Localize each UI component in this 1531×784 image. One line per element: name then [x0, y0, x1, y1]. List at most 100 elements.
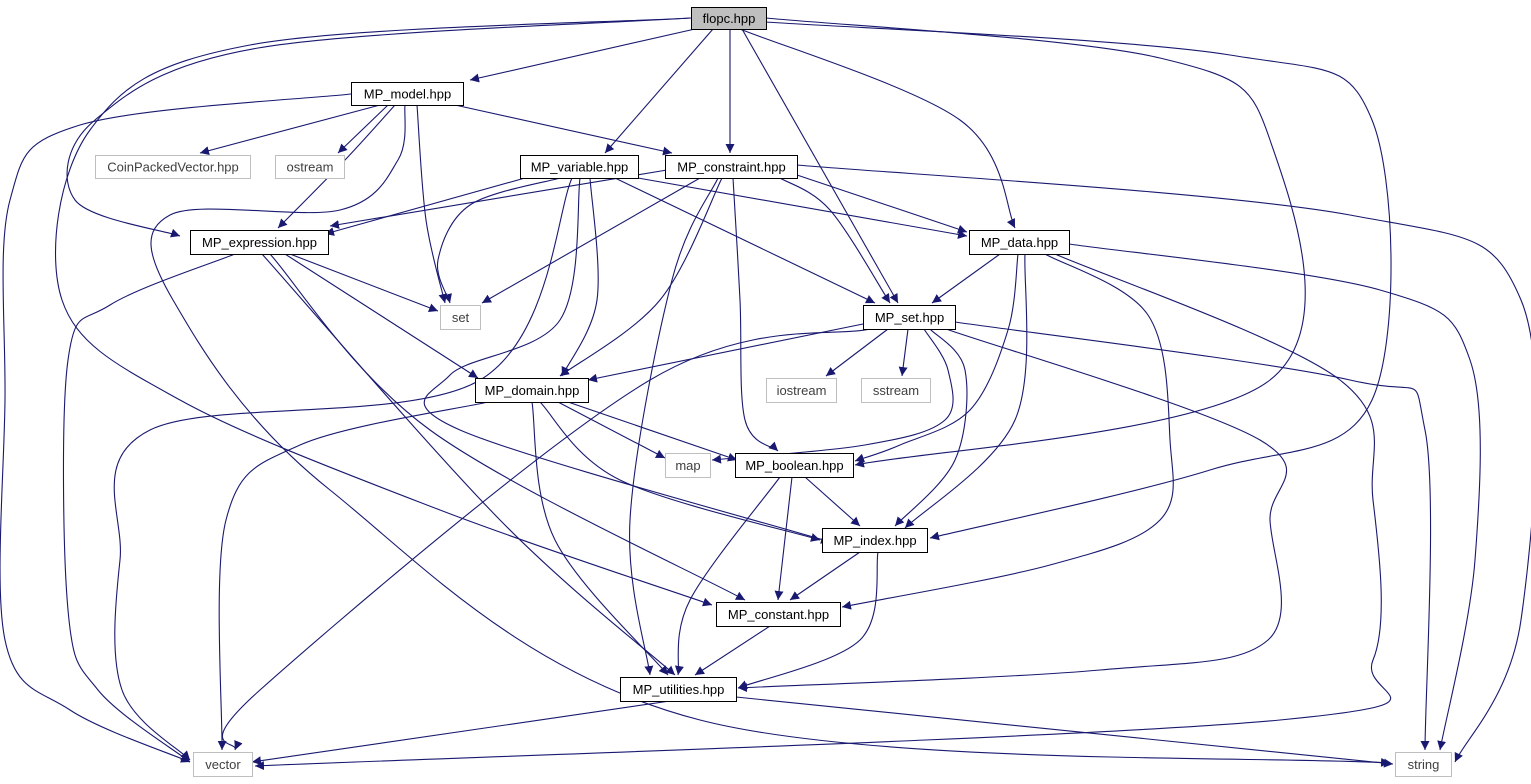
node-box	[766, 378, 837, 403]
node-box	[1395, 752, 1452, 777]
edge-mp-set-to-mp-index	[894, 328, 968, 527]
edge-mp-model-to-string	[150, 104, 1391, 767]
edge-flopc-to-mp-model	[469, 28, 696, 83]
node-label: vector	[205, 757, 241, 772]
edge-mp-boolean-to-mp-utilities	[674, 476, 781, 676]
edge-flopc-to-mp-index	[765, 21, 1392, 541]
edge-mp-variable-to-vector	[113, 177, 573, 761]
node-label: MP_model.hpp	[364, 87, 451, 102]
edge-mp-constraint-to-mp-expression	[329, 169, 668, 229]
node-box	[716, 602, 841, 627]
node-string: string	[1395, 752, 1452, 777]
edge-mp-domain-to-mp-boolean	[567, 401, 738, 462]
node-box	[520, 155, 639, 179]
node-label: MP_expression.hpp	[202, 235, 317, 250]
edge-flopc-to-mp-data	[739, 28, 1016, 229]
edge-mp-variable-to-mp-expression	[324, 177, 526, 236]
edge-mp-expression-to-mp-domain	[284, 253, 479, 379]
node-box	[822, 528, 928, 553]
edge-flopc-to-mp-boolean	[765, 17, 1306, 468]
edge-mp-data-to-mp-boolean	[854, 253, 1019, 463]
node-mp-variable[interactable]: MP_variable.hpp	[520, 155, 639, 179]
edge-mp-utilities-to-vector	[251, 700, 671, 766]
node-mp-index[interactable]: MP_index.hpp	[822, 528, 928, 553]
node-mp-boolean[interactable]: MP_boolean.hpp	[735, 453, 854, 478]
edge-mp-variable-to-mp-data	[637, 177, 968, 239]
node-box	[193, 752, 253, 777]
edges-layer	[0, 17, 1531, 771]
node-label: iostream	[777, 383, 827, 398]
node-label: MP_utilities.hpp	[633, 682, 725, 697]
edge-mp-domain-to-mp-utilities	[531, 401, 669, 676]
edge-mp-model-to-set	[416, 104, 448, 304]
node-label: MP_set.hpp	[875, 310, 944, 325]
edge-mp-set-to-mp-utilities	[737, 328, 1287, 693]
edge-mp-model-to-coinpackedvector	[199, 104, 381, 156]
node-box	[95, 155, 251, 179]
node-label: ostream	[287, 160, 334, 175]
edge-mp-set-to-string	[954, 321, 1432, 751]
node-label: sstream	[873, 383, 919, 398]
nodes-layer: flopc.hppMP_model.hppCoinPackedVector.hp…	[95, 7, 1452, 777]
edge-mp-domain-to-map	[557, 401, 666, 459]
node-box	[665, 453, 711, 478]
edge-flopc-to-mp-variable	[604, 28, 714, 154]
edge-flopc-to-mp-constant	[54, 17, 713, 607]
edge-mp-boolean-to-mp-index	[804, 476, 861, 527]
edge-mp-constraint-to-set	[481, 177, 701, 304]
node-box	[861, 378, 931, 403]
edge-mp-variable-to-mp-domain	[561, 177, 599, 377]
edge-mp-data-to-string	[1068, 243, 1481, 751]
node-mp-domain[interactable]: MP_domain.hpp	[475, 378, 589, 403]
edge-flopc-to-mp-set	[741, 28, 899, 304]
edge-mp-domain-to-mp-index	[539, 401, 821, 542]
node-mp-expression[interactable]: MP_expression.hpp	[190, 230, 329, 255]
edge-mp-domain-to-vector	[217, 401, 489, 751]
node-flopc[interactable]: flopc.hpp	[691, 7, 767, 30]
node-box	[440, 305, 481, 330]
edge-mp-data-to-mp-index	[904, 253, 1028, 529]
node-mp-constraint[interactable]: MP_constraint.hpp	[665, 155, 798, 179]
node-vector: vector	[193, 752, 253, 777]
node-iostream: iostream	[766, 378, 837, 403]
edge-flopc-to-mp-expression	[66, 17, 691, 238]
edge-mp-data-to-mp-set	[931, 253, 1001, 304]
node-label: MP_constant.hpp	[728, 607, 829, 622]
node-mp-utilities[interactable]: MP_utilities.hpp	[620, 677, 737, 702]
edge-mp-set-to-iostream	[825, 328, 889, 377]
node-mp-set[interactable]: MP_set.hpp	[863, 305, 956, 330]
node-label: flopc.hpp	[703, 11, 756, 26]
edge-mp-boolean-to-mp-constant	[774, 476, 793, 601]
node-box	[620, 677, 737, 702]
edge-mp-variable-to-set	[436, 177, 561, 304]
edge-mp-data-to-mp-constant	[841, 253, 1174, 610]
edge-mp-set-to-vector	[222, 328, 871, 751]
node-box	[735, 453, 854, 478]
edge-mp-data-to-vector	[254, 253, 1392, 771]
edge-mp-index-to-mp-constant	[789, 551, 861, 601]
node-label: MP_variable.hpp	[531, 160, 629, 175]
node-label: MP_index.hpp	[833, 533, 916, 548]
edge-mp-model-to-ostream	[337, 104, 389, 154]
edge-mp-model-to-vector	[0, 93, 352, 763]
edge-mp-expression-to-mp-utilities	[261, 253, 676, 676]
node-label: CoinPackedVector.hpp	[107, 160, 239, 175]
node-sstream: sstream	[861, 378, 931, 403]
node-mp-constant[interactable]: MP_constant.hpp	[716, 602, 841, 627]
edge-mp-expression-to-mp-constant	[269, 253, 746, 601]
node-box	[190, 230, 329, 255]
node-mp-model[interactable]: MP_model.hpp	[351, 82, 464, 106]
node-mp-data[interactable]: MP_data.hpp	[969, 230, 1070, 255]
edge-mp-variable-to-mp-index	[423, 177, 831, 544]
edge-mp-constraint-to-mp-domain	[559, 177, 723, 377]
node-box	[665, 155, 798, 179]
node-box	[863, 305, 956, 330]
node-box	[475, 378, 589, 403]
node-label: MP_data.hpp	[981, 235, 1058, 250]
node-box	[351, 82, 464, 106]
edge-mp-constraint-to-string	[796, 164, 1531, 763]
edge-mp-constraint-to-mp-set	[779, 177, 891, 304]
edge-mp-expression-to-set	[289, 253, 439, 312]
edge-mp-expression-to-vector	[62, 253, 236, 763]
